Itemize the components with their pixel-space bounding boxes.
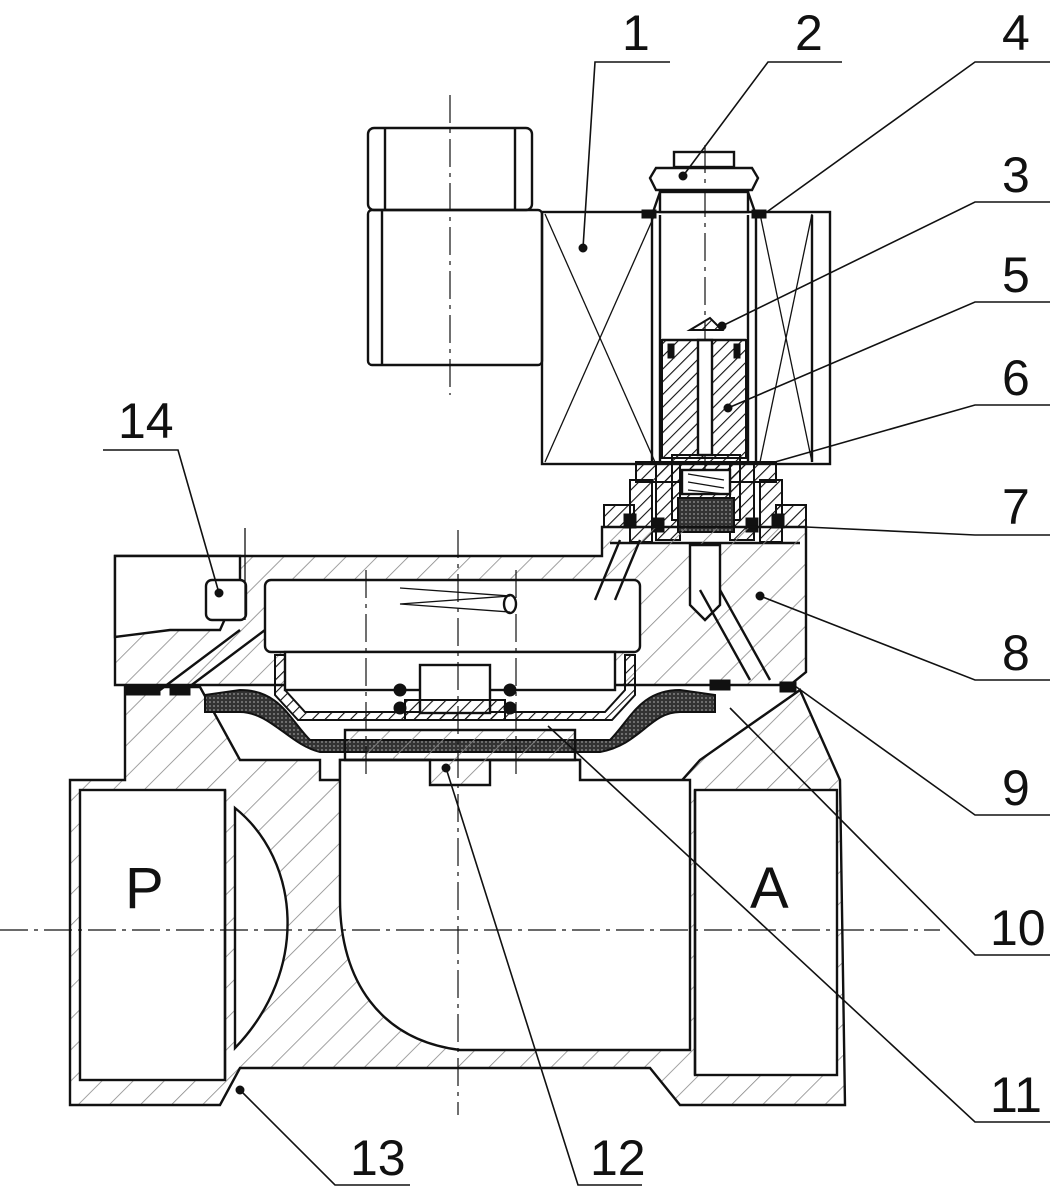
callout-14: 14 [118,393,174,449]
leader-lines [103,61,1050,1186]
connector-plug [366,95,544,395]
callout-11: 11 [990,1067,1042,1123]
callout-4: 4 [1002,5,1030,61]
port-label-p: P [125,856,164,921]
callout-5: 5 [1002,247,1030,303]
callout-13: 13 [350,1130,406,1186]
centre-lines [0,530,940,1115]
callout-2: 2 [795,5,823,61]
callout-8: 8 [1002,625,1030,681]
callout-6: 6 [1002,350,1030,406]
callout-12: 12 [590,1130,646,1186]
callout-10: 10 [990,900,1046,956]
callout-1: 1 [622,5,650,61]
callout-7: 7 [1002,479,1030,535]
diaphragm [124,654,797,787]
plunger [661,316,747,459]
port-label-a: A [750,856,789,921]
callout-9: 9 [1002,760,1030,816]
callout-3: 3 [1002,147,1030,203]
